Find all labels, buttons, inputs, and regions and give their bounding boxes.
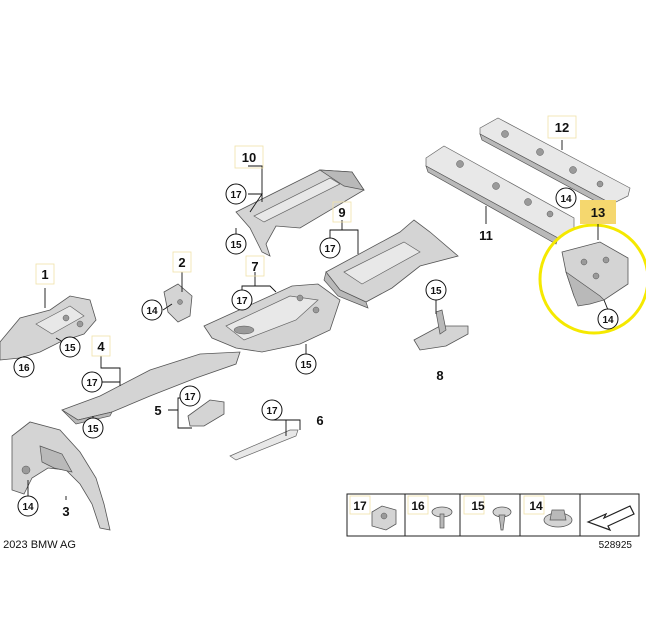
callout-11[interactable]: 11	[479, 228, 493, 243]
fastener-callout-17[interactable]: 17	[225, 183, 247, 205]
callout-13[interactable]: 13	[591, 205, 605, 220]
svg-text:14: 14	[602, 315, 614, 326]
callout-10[interactable]: 10	[242, 150, 256, 165]
svg-text:15: 15	[300, 360, 312, 371]
callout-8[interactable]: 8	[436, 368, 443, 383]
svg-text:15: 15	[471, 499, 485, 513]
fastener-callout-17[interactable]: 17	[261, 399, 283, 421]
legend-item-15[interactable]: 15	[463, 495, 512, 531]
fastener-callout-14[interactable]: 14	[597, 308, 619, 330]
fastener-callout-14[interactable]: 14	[17, 495, 39, 517]
svg-text:14: 14	[560, 194, 572, 205]
part-7-tunnel-shield[interactable]	[203, 283, 341, 353]
svg-text:15: 15	[64, 343, 76, 354]
fastener-callouts: 14 14 14 14 15 15 15 15	[13, 183, 619, 517]
svg-text:17: 17	[86, 378, 98, 389]
part-10-heat-shield[interactable]	[235, 169, 365, 257]
part-8-bracket[interactable]	[413, 309, 469, 351]
fastener-callout-15[interactable]: 15	[425, 279, 447, 301]
svg-text:17: 17	[184, 392, 196, 403]
svg-text:17: 17	[266, 406, 278, 417]
fastener-callout-15[interactable]: 15	[225, 233, 247, 255]
svg-text:15: 15	[430, 286, 442, 297]
callout-9[interactable]: 9	[338, 205, 345, 220]
fastener-callout-15[interactable]: 15	[295, 353, 317, 375]
fastener-callout-14[interactable]: 14	[141, 299, 163, 321]
fastener-callout-17[interactable]: 17	[231, 289, 253, 311]
part-5-clip[interactable]	[187, 399, 225, 427]
svg-text:17: 17	[353, 499, 367, 513]
callout-5[interactable]: 5	[154, 403, 161, 418]
fastener-legend: 17 16 15 14	[346, 493, 640, 537]
svg-text:17: 17	[236, 296, 248, 307]
callout-13-highlight	[580, 200, 616, 224]
part-2-bracket[interactable]	[163, 283, 193, 323]
svg-text:16: 16	[411, 499, 425, 513]
diagram-number: 528925	[599, 540, 633, 551]
fastener-callout-14[interactable]: 14	[555, 187, 577, 209]
part-4-long-shield[interactable]	[61, 351, 241, 425]
callout-7[interactable]: 7	[251, 259, 258, 274]
fastener-callout-15[interactable]: 15	[82, 417, 104, 439]
svg-text:14: 14	[146, 306, 158, 317]
callout-3[interactable]: 3	[62, 504, 69, 519]
svg-text:17: 17	[324, 244, 336, 255]
callout-6[interactable]: 6	[316, 413, 323, 428]
svg-text:14: 14	[529, 499, 543, 513]
svg-text:14: 14	[22, 502, 34, 513]
part-1-bracket[interactable]	[0, 295, 97, 361]
svg-text:16: 16	[18, 363, 30, 374]
part-6-strip[interactable]	[229, 429, 299, 461]
part-12-rail[interactable]	[479, 117, 631, 211]
fastener-callout-17[interactable]: 17	[81, 371, 103, 393]
svg-text:15: 15	[230, 240, 242, 251]
copyright-text: © 2023 BMW AG	[0, 539, 76, 551]
fastener-callout-17[interactable]: 17	[179, 385, 201, 407]
callout-12[interactable]: 12	[555, 120, 569, 135]
legend-item-16[interactable]: 16	[407, 495, 453, 529]
fastener-callout-15[interactable]: 15	[59, 336, 81, 358]
part-13-bracket[interactable]	[561, 241, 629, 307]
part-callouts: 1 2 3 4 5 6 7 8 9 10 11 12 13	[35, 115, 616, 519]
callout-4[interactable]: 4	[97, 339, 105, 354]
svg-text:17: 17	[230, 190, 242, 201]
highlight-ring	[538, 223, 646, 335]
direction-arrow-icon	[586, 505, 635, 532]
legend-item-17[interactable]: 17	[349, 495, 397, 531]
svg-text:15: 15	[87, 424, 99, 435]
callout-1[interactable]: 1	[41, 267, 48, 282]
part-9-heat-shield[interactable]	[323, 219, 459, 309]
legend-item-14[interactable]: 14	[523, 495, 573, 528]
fastener-callout-17[interactable]: 17	[319, 237, 341, 259]
fastener-callout-16[interactable]: 16	[13, 356, 35, 378]
callout-2[interactable]: 2	[178, 255, 185, 270]
